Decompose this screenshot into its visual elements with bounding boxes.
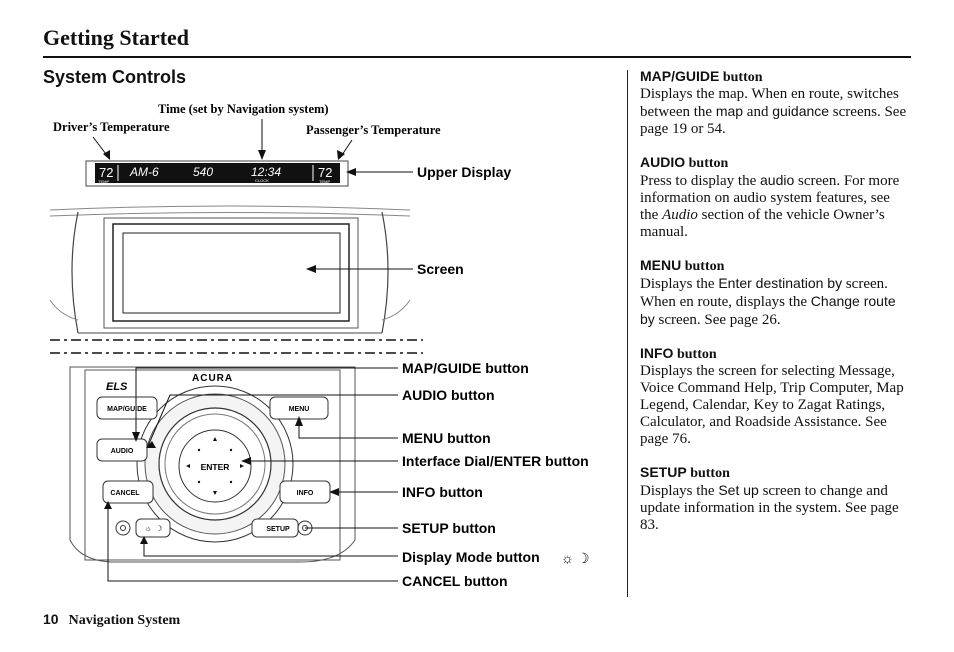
page-header-title: Getting Started: [43, 25, 190, 50]
info-description: INFO button Displays the screen for sele…: [640, 345, 904, 447]
section-title: System Controls: [43, 67, 187, 87]
caption-passenger-temp: Passenger’s Temperature: [306, 123, 441, 137]
caption-setup: SETUP button: [402, 520, 496, 536]
display-mode-key: ☼ ☽: [115, 518, 171, 538]
caption-dial: Interface Dial/ENTER button: [402, 453, 589, 469]
caption-map-guide: MAP/GUIDE button: [402, 360, 529, 376]
audio-key: AUDIO: [96, 438, 148, 462]
map-guide-key: MAP/GUIDE: [96, 396, 158, 420]
enter-label: ENTER: [201, 462, 230, 472]
els-logo: ELS: [106, 381, 128, 393]
caption-menu: MENU button: [402, 430, 491, 446]
svg-text:☽: ☽: [577, 550, 590, 566]
footer-label: Navigation System: [68, 613, 181, 628]
lcd-am: AM-6: [129, 165, 159, 179]
lcd-temp-label-right: TEMP: [319, 179, 330, 184]
lcd-left-temp: 72: [99, 165, 113, 180]
header-rule: [43, 56, 911, 58]
menu-key: MENU: [269, 396, 329, 420]
svg-text:SETUP: SETUP: [266, 526, 290, 533]
caption-cancel: CANCEL button: [402, 573, 508, 589]
cancel-key: CANCEL: [102, 480, 154, 504]
lcd-freq: 540: [193, 165, 213, 179]
upper-display-lcd: 72 AM-6 540 12:34 CLOCK TEMP 72 TEMP: [85, 160, 349, 187]
caption-display-mode: Display Mode button: [402, 549, 540, 565]
lcd-clock: 12:34: [251, 165, 281, 179]
menu-description: MENU button Displays the Enter destinati…: [640, 257, 896, 328]
svg-text:☼: ☼: [144, 524, 151, 533]
system-controls-diagram: Time (set by Navigation system) Driver’s…: [49, 102, 590, 589]
map-guide-description: MAP/GUIDE button Displays the map. When …: [640, 68, 907, 137]
lcd-clock-label: CLOCK: [255, 178, 269, 183]
caption-upper-display: Upper Display: [417, 164, 511, 180]
caption-screen: Screen: [417, 261, 464, 277]
setup-key: SETUP: [251, 518, 299, 538]
page-number: 10: [43, 611, 59, 627]
display-mode-icon: ☼ ☽: [561, 550, 590, 566]
panel-brand: ACURA: [192, 373, 233, 384]
svg-text:CANCEL: CANCEL: [110, 490, 140, 497]
audio-description: AUDIO button Press to display the audio …: [640, 154, 900, 240]
svg-text:INFO: INFO: [297, 490, 314, 497]
caption-info: INFO button: [402, 484, 483, 500]
caption-driver-temp: Driver’s Temperature: [53, 120, 170, 134]
info-key: INFO: [279, 480, 331, 504]
button-descriptions: MAP/GUIDE button Displays the map. When …: [640, 68, 910, 550]
page-footer: 10 Navigation System: [43, 611, 180, 629]
column-divider: [627, 70, 628, 597]
lcd-temp-label-left: TEMP: [98, 179, 109, 184]
control-panel: ACURA ELS ENTER MAP/GUIDE AUDIO CANCEL: [69, 366, 356, 563]
svg-text:MAP/GUIDE: MAP/GUIDE: [107, 406, 147, 413]
svg-text:MENU: MENU: [289, 406, 310, 413]
lcd-right-temp: 72: [318, 165, 332, 180]
setup-description: SETUP button Displays the Set up screen …: [640, 464, 899, 533]
screen-housing: [49, 205, 411, 334]
svg-text:☼: ☼: [561, 550, 574, 566]
svg-text:AUDIO: AUDIO: [111, 448, 134, 455]
caption-time: Time (set by Navigation system): [158, 102, 329, 116]
caption-audio: AUDIO button: [402, 387, 495, 403]
svg-text:☽: ☽: [155, 524, 162, 533]
